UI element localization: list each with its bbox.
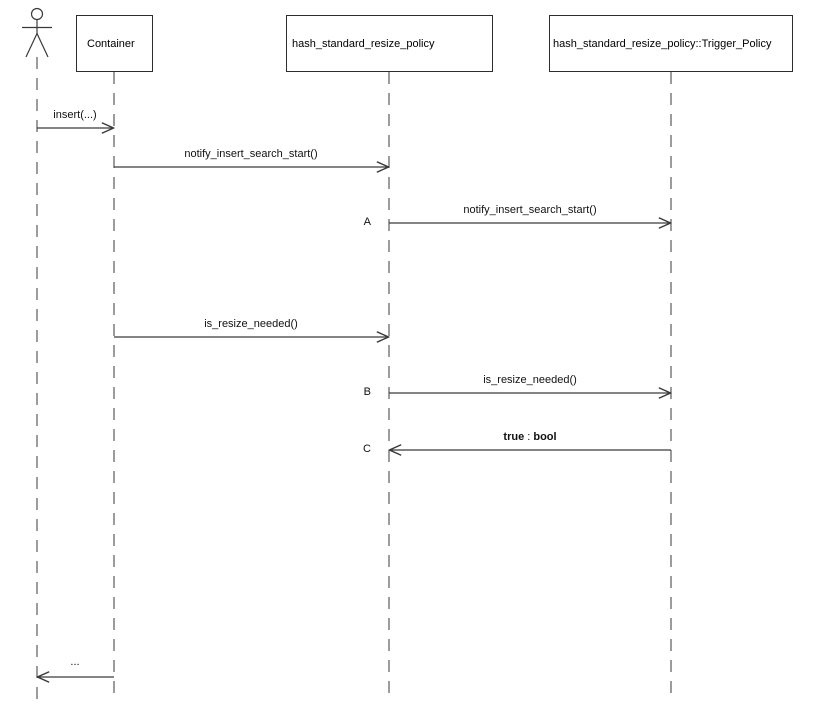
actor-left-leg [25,33,38,58]
message-label-is-resize-needed-1: is_resize_needed() [204,318,298,330]
message-tag-a: A [363,216,371,228]
participant-resize-policy: hash_standard_resize_policy [286,15,493,72]
message-label-notify-insert-search-start-1: notify_insert_search_start() [184,148,318,160]
return-type: bool [533,431,557,443]
message-tag-c: C [363,443,371,455]
actor-right-leg [36,33,49,58]
message-label-return-true-bool: true : bool [503,430,556,444]
message-tag-b: B [363,386,371,398]
participant-container: Container [76,15,153,72]
actor-icon [22,7,52,58]
return-value: true [503,431,525,443]
participant-resize-policy-label: hash_standard_resize_policy [292,37,435,50]
return-separator: : [524,431,534,443]
participant-trigger-policy: hash_standard_resize_policy::Trigger_Pol… [549,15,793,72]
message-label-insert: insert(...) [53,109,97,121]
message-label-notify-insert-search-start-2: notify_insert_search_start() [463,204,597,216]
participant-trigger-policy-label: hash_standard_resize_policy::Trigger_Pol… [553,37,772,50]
actor-head [30,7,44,21]
participant-container-label: Container [87,37,135,50]
message-label-is-resize-needed-2: is_resize_needed() [483,374,577,386]
message-label-return-dots: ... [70,656,80,668]
